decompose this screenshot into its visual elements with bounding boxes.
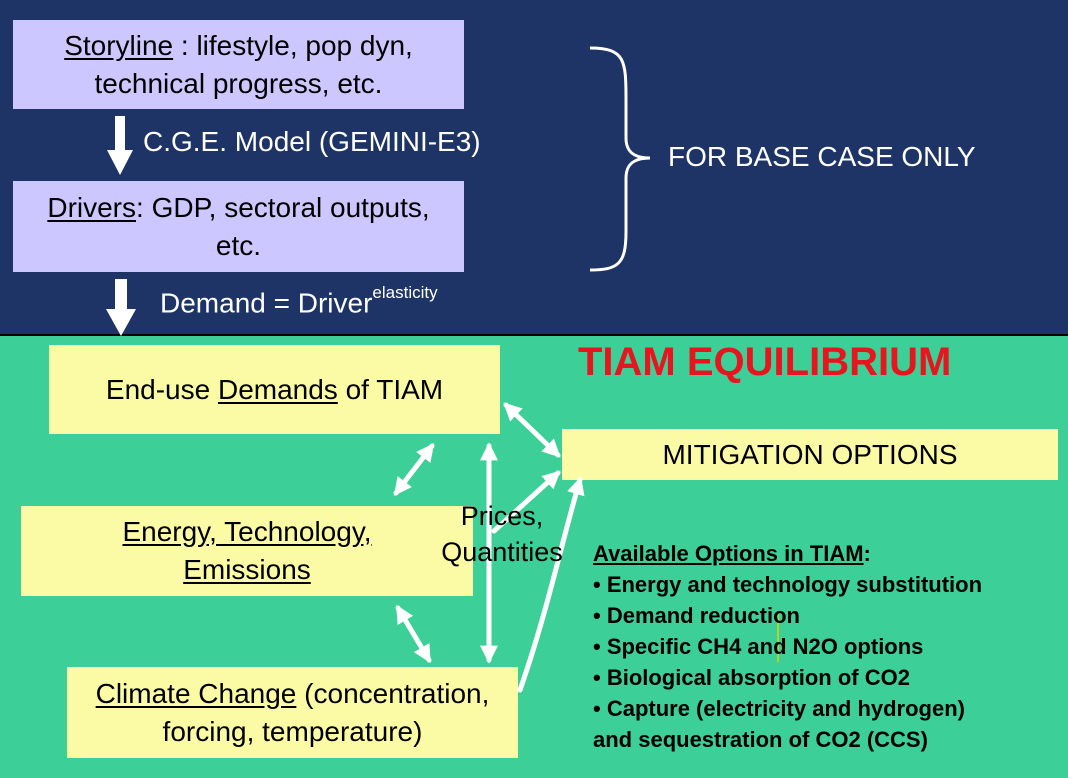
drivers-text: : GDP, sectoral outputs,: [136, 191, 430, 223]
mitigation-options-label: MITIGATION OPTIONS: [662, 438, 958, 470]
arrow-demands-energy: [393, 443, 435, 496]
mitigation-options-box: MITIGATION OPTIONS: [562, 429, 1058, 480]
climate-line2: forcing, temperature): [162, 715, 423, 747]
curly-brace: [589, 46, 651, 272]
climate-keyword: Climate Change: [95, 677, 297, 709]
end-use-post: of TIAM: [337, 373, 444, 405]
option-item: • Demand reduction: [593, 603, 800, 628]
climate-text: (concentration,: [296, 677, 490, 709]
climate-change-box: Climate Change (concentration, forcing, …: [67, 667, 518, 758]
option-item: • Specific CH4 and N2O options: [593, 634, 924, 659]
demand-equation-exponent: elasticity: [372, 283, 438, 302]
available-options-heading: Available Options in TIAM: [593, 541, 864, 566]
panel-divider: [0, 334, 1068, 336]
energy-line1: Energy, Technology,: [122, 516, 372, 547]
option-item: and sequestration of CO2 (CCS): [593, 727, 928, 752]
option-item: • Biological absorption of CO2: [593, 665, 910, 690]
down-arrow-storyline-to-drivers: [107, 116, 133, 175]
storyline-text-line2: technical progress, etc.: [94, 67, 383, 99]
option-item: • Capture (electricity and hydrogen): [593, 696, 965, 721]
storyline-keyword: Storyline: [64, 29, 174, 61]
demand-equation-base: Demand = Driver: [160, 287, 373, 319]
drivers-keyword: Drivers: [47, 191, 137, 223]
quantities-label: Quantities: [441, 537, 563, 567]
storyline-box: Storyline : lifestyle, pop dyn, technica…: [13, 20, 464, 109]
cge-model-label: C.G.E. Model (GEMINI-E3): [143, 126, 481, 157]
end-use-demands-box: End-use Demands of TIAM: [49, 345, 500, 434]
option-item: • Energy and technology substitution: [593, 572, 983, 597]
drivers-text-line2: etc.: [215, 229, 262, 261]
end-use-keyword: Demands: [217, 373, 338, 405]
storyline-text: : lifestyle, pop dyn,: [173, 29, 413, 61]
available-options-list: Available Options in TIAM: • Energy and …: [593, 538, 982, 755]
demand-equation: Demand = Driverelasticity: [160, 283, 438, 319]
arrow-energy-mitigation: [491, 470, 561, 534]
end-use-pre: End-use: [105, 373, 218, 405]
prices-quantities-label: Prices, Quantities: [430, 498, 574, 570]
arrow-climate-mitigation: [517, 476, 585, 693]
energy-line2: Emissions: [183, 554, 311, 585]
drivers-box: Drivers: GDP, sectoral outputs, etc.: [13, 181, 464, 272]
arrow-energy-climate: [395, 604, 432, 664]
down-arrow-drivers-to-demands: [106, 279, 136, 336]
available-options-heading-colon: :: [863, 541, 871, 566]
tiam-equilibrium-title: TIAM EQUILIBRIUM: [578, 340, 952, 384]
base-case-label: FOR BASE CASE ONLY: [668, 141, 976, 172]
arrow-demands-mitigation: [503, 402, 561, 458]
prices-label: Prices,: [460, 501, 544, 531]
energy-technology-box: Energy, Technology, Emissions: [21, 506, 473, 596]
